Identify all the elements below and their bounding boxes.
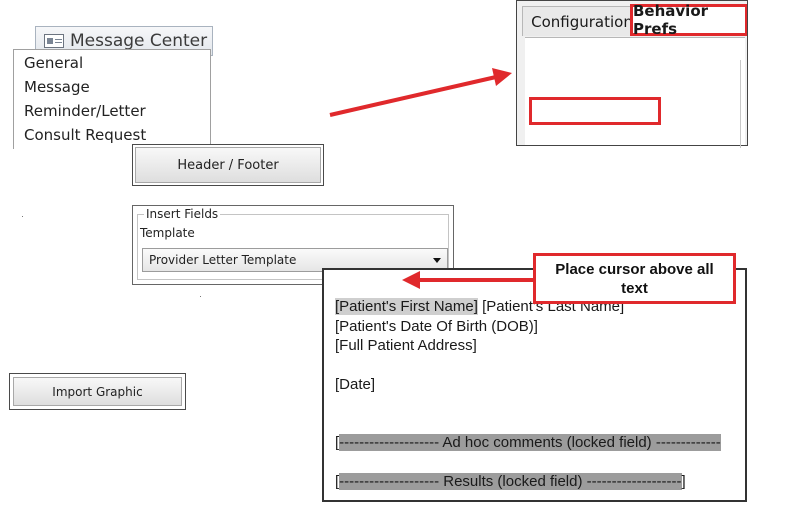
results-bracket-open: [ [335,473,340,490]
pref-item-message[interactable]: Message [24,78,90,96]
results-locked: -------------------- Results (locked fie… [339,473,682,490]
tab-configuration[interactable]: Configuration [522,6,642,36]
pref-item-reminder-letter[interactable]: Reminder/Letter [24,102,146,120]
results-bracket-close: ] [681,473,686,490]
header-footer-button-frame: Header / Footer [132,144,324,186]
message-center-label: Message Center [70,31,208,51]
envelope-icon [44,34,64,48]
chevron-down-icon [433,258,441,263]
header-footer-button[interactable]: Header / Footer [135,147,321,183]
adhoc-comments-field: [-------------------- Ad hoc comments (l… [335,434,721,451]
tab-behavior-prefs[interactable]: Behavior Prefs [630,2,747,38]
date-field[interactable]: [Date] [335,376,376,393]
dob-field[interactable]: [Patient's Date Of Birth (DOB)] [335,318,538,335]
reminder-letter-highlight [529,97,661,125]
preferences-list: General Message Reminder/Letter Consult … [13,49,211,149]
callout-note: Place cursor above all text [533,253,736,304]
insert-fields-group [137,214,449,280]
adhoc-bracket: [ [335,434,340,451]
panel-divider [740,60,741,148]
stray-dot [22,216,23,217]
import-graphic-button[interactable]: Import Graphic [13,377,182,406]
address-field[interactable]: [Full Patient Address] [335,337,477,354]
insert-fields-title: Insert Fields [144,207,221,221]
preferences-panel: Configuration Behavior Prefs [516,0,748,146]
results-field: [-------------------- Results (locked fi… [335,473,686,490]
pref-item-consult-request[interactable]: Consult Request [24,126,147,144]
template-select[interactable]: Provider Letter Template [142,248,448,272]
import-graphic-button-frame: Import Graphic [9,373,186,410]
adhoc-comments-locked: -------------------- Ad hoc comments (lo… [339,434,721,451]
first-name-field[interactable]: [Patient's First Name] [335,298,478,315]
template-label: Template [140,226,195,240]
template-select-value: Provider Letter Template [149,253,297,267]
preferences-body [525,37,745,145]
pref-item-general[interactable]: General [24,54,84,72]
letter-editor[interactable]: [Patient's First Name] [Patient's Last N… [322,268,747,502]
stray-dot [200,296,201,297]
